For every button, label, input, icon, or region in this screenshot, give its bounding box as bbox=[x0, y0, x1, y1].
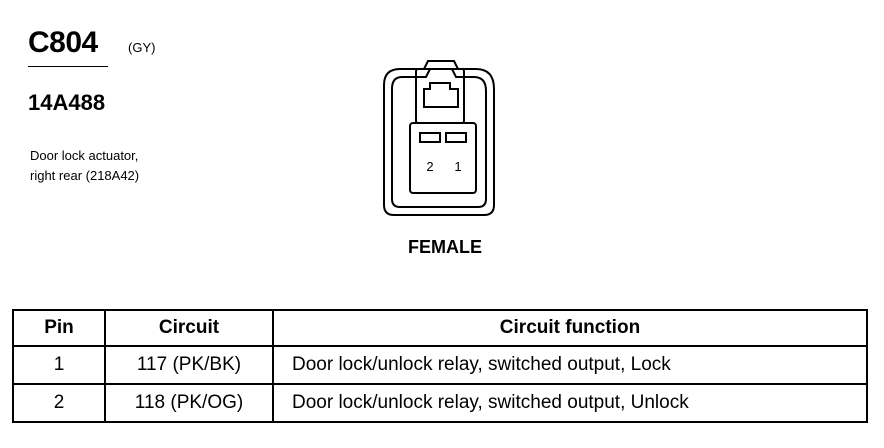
part-number: 14A488 bbox=[28, 90, 106, 115]
connector-face-diagram: 2 1 bbox=[383, 60, 495, 216]
header-pin: Pin bbox=[12, 309, 106, 347]
description-line-1: Door lock actuator, bbox=[30, 148, 139, 163]
cell-pin: 2 bbox=[12, 383, 106, 423]
terminal-slot-2 bbox=[419, 132, 441, 143]
table-row: 1 117 (PK/BK) Door lock/unlock relay, sw… bbox=[12, 345, 868, 385]
housing-outer-outline bbox=[383, 60, 495, 216]
cell-function: Door lock/unlock relay, switched output,… bbox=[272, 383, 868, 423]
housing-inner-outline bbox=[391, 68, 487, 208]
pin-cavity-body bbox=[409, 122, 477, 194]
table-row: 2 118 (PK/OG) Door lock/unlock relay, sw… bbox=[12, 383, 868, 423]
header-circuit: Circuit bbox=[104, 309, 274, 347]
cell-pin: 1 bbox=[12, 345, 106, 385]
cell-circuit: 117 (PK/BK) bbox=[104, 345, 274, 385]
pin-label-1: 1 bbox=[454, 159, 461, 174]
cell-circuit: 118 (PK/OG) bbox=[104, 383, 274, 423]
pin-label-2: 2 bbox=[426, 159, 433, 174]
table-header-row: Pin Circuit Circuit function bbox=[12, 309, 868, 347]
header-divider bbox=[28, 66, 108, 67]
connector-color: (GY) bbox=[128, 40, 156, 55]
cell-function: Door lock/unlock relay, switched output,… bbox=[272, 345, 868, 385]
connector-id: C804 bbox=[28, 26, 98, 59]
description-line-2: right rear (218A42) bbox=[30, 168, 140, 183]
terminal-slot-1 bbox=[445, 132, 467, 143]
header-function: Circuit function bbox=[272, 309, 868, 347]
lock-latch-tab bbox=[423, 82, 459, 108]
connector-description: Door lock actuator, right rear (218A42) bbox=[30, 146, 139, 186]
pinout-table: Pin Circuit Circuit function 1 117 (PK/B… bbox=[12, 309, 868, 423]
connector-gender: FEMALE bbox=[408, 237, 482, 257]
